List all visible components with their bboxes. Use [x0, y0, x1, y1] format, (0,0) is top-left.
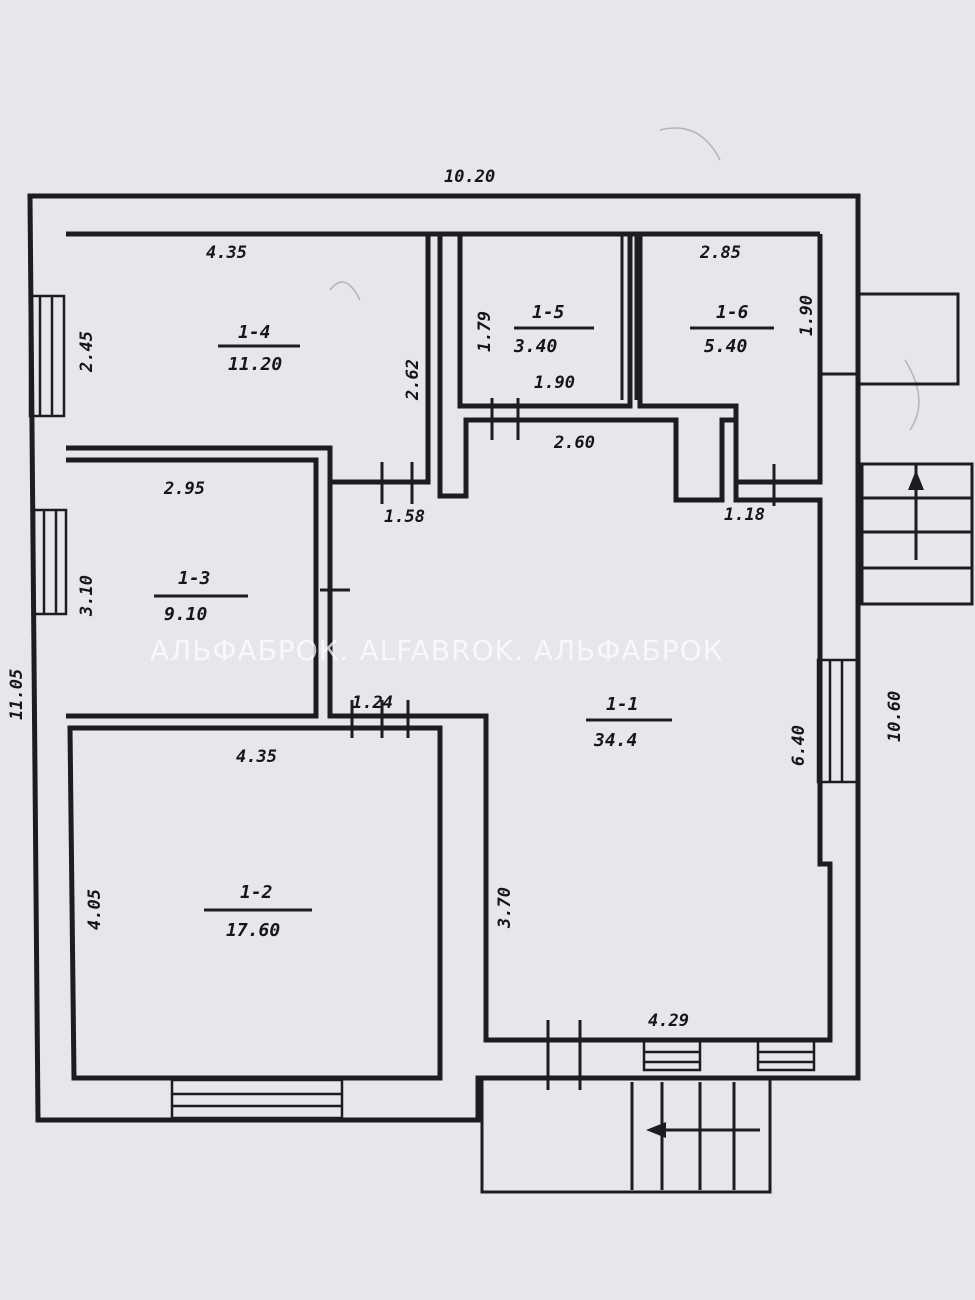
room-1-4-dim-left: 2.45 — [77, 331, 97, 373]
right-side-label: 10.60 — [885, 691, 905, 742]
room-1-1-dim-top: 2.60 — [553, 433, 595, 453]
room-1-6-dim-top: 2.85 — [699, 243, 741, 263]
overall-depth-label: 11.05 — [7, 669, 27, 720]
room-1-3-dim-top: 2.95 — [163, 479, 205, 499]
room-1-5-area: 3.40 — [513, 336, 558, 357]
room-1-3-id: 1-3 — [178, 568, 211, 589]
room-1-2-dim-left: 4.05 — [85, 889, 105, 930]
room-1-1-dim-left: 3.70 — [495, 887, 515, 929]
room-1-4-id: 1-4 — [238, 322, 271, 343]
room-1-3-dim-left: 3.10 — [77, 575, 97, 617]
room-1-2-area: 17.60 — [226, 920, 280, 941]
room-1-4-walls — [66, 231, 431, 485]
watermark: АЛЬФАБРОК. ALFABROK. АЛЬФАБРОК — [150, 634, 723, 667]
door-marks — [320, 372, 860, 1090]
room-1-1-area: 34.4 — [593, 730, 637, 751]
room-1-5-id: 1-5 — [532, 302, 565, 323]
room-1-3-area: 9.10 — [164, 604, 208, 625]
room-1-4-area: 11.20 — [228, 354, 282, 375]
room-1-6-id: 1-6 — [716, 302, 749, 323]
room-1-5-dim-left: 1.79 — [475, 311, 495, 352]
room-1-4-dim-right: 2.62 — [403, 359, 423, 401]
room-1-1-id: 1-1 — [606, 694, 639, 715]
bottom-porch-stairs — [480, 1078, 772, 1194]
room-1-1-dim-bottom: 4.29 — [648, 1011, 689, 1031]
overall-width-label: 10.20 — [444, 167, 495, 187]
room-1-3-dim-door: 1.24 — [352, 693, 393, 713]
room-1-2-walls — [67, 725, 443, 1081]
room-1-2-dim-top: 4.35 — [236, 747, 277, 767]
room-1-6-area: 5.40 — [704, 336, 748, 357]
room-1-4-dim-top: 4.35 — [206, 243, 247, 263]
room-1-5-dim-bottom: 1.90 — [534, 373, 575, 393]
room-1-5-walls — [457, 234, 633, 409]
room-1-1-dim-right: 6.40 — [789, 725, 809, 766]
right-porch-stairs — [858, 292, 974, 606]
room-1-4-dim-door: 1.58 — [384, 507, 425, 527]
room-1-2-id: 1-2 — [240, 882, 273, 903]
room-1-6-walls — [637, 234, 823, 485]
pencil-marks — [329, 127, 920, 431]
room-1-1-dim-step: 1.18 — [724, 505, 765, 525]
room-1-6-dim-right: 1.90 — [797, 295, 817, 336]
partition-1-5-1-6 — [620, 234, 638, 400]
windows — [28, 294, 860, 1120]
room-1-3-walls — [66, 457, 319, 719]
